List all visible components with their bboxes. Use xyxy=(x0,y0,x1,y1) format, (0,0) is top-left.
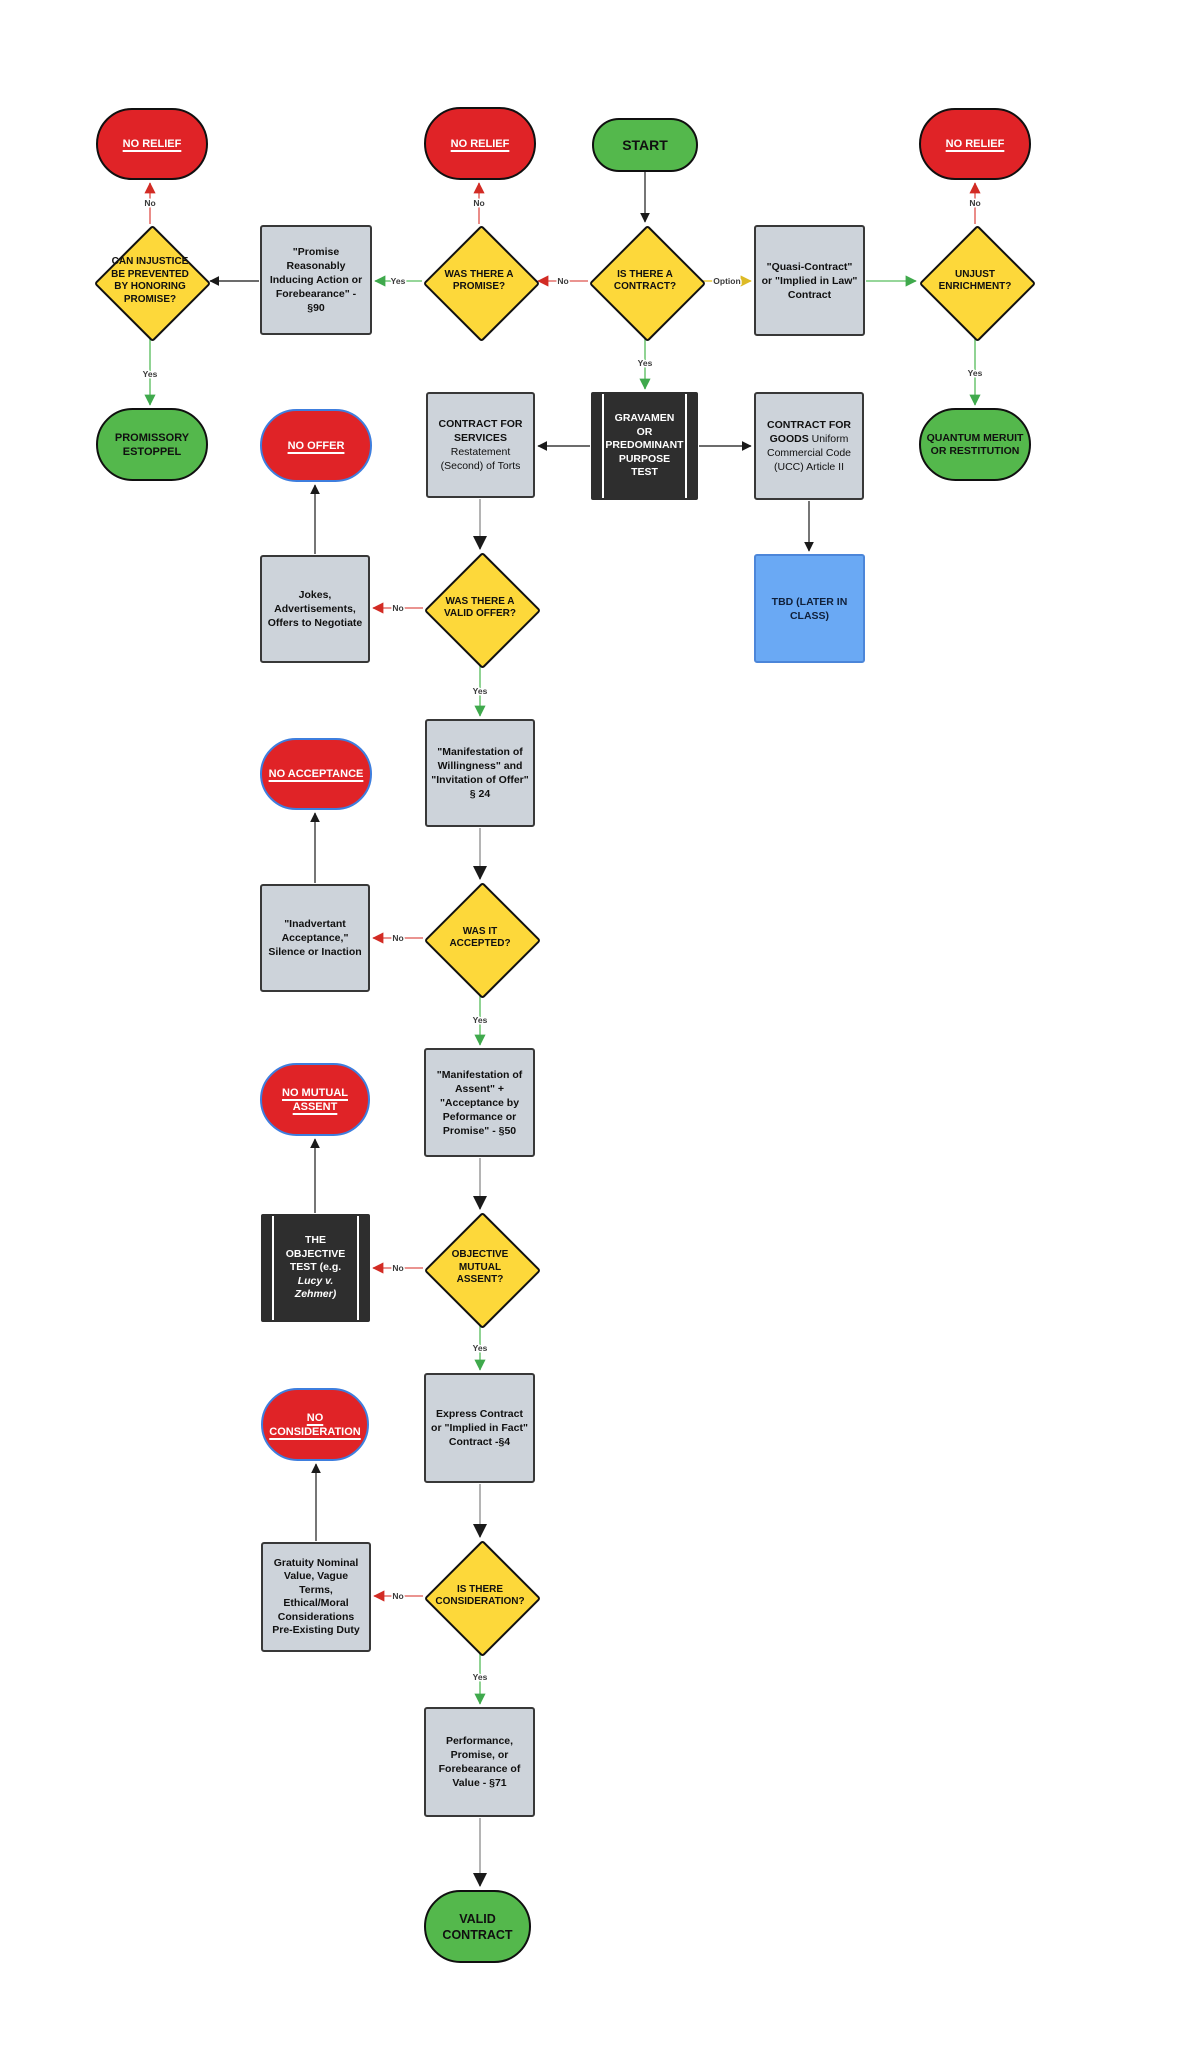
terminal-promissory-estoppel: PROMISSORY ESTOPPEL xyxy=(96,408,208,481)
process-express-contract-4: Express Contract or "Implied in Fact" Co… xyxy=(424,1373,535,1483)
terminal-start: START xyxy=(592,118,698,172)
edge-label-yes: Yes xyxy=(473,686,488,696)
decision-objective-mutual-assent: OBJECTIVE MUTUAL ASSENT? xyxy=(423,1211,541,1329)
edge-label-no: No xyxy=(969,198,980,208)
process-gratuity-nominal-value: Gratuity Nominal Value, Vague Terms, Eth… xyxy=(261,1542,371,1652)
terminal-no-mutual-assent: NO MUTUAL ASSENT xyxy=(260,1063,370,1136)
edge-label-no: No xyxy=(473,198,484,208)
process-performance-promise-71: Performance, Promise, or Forebearance of… xyxy=(424,1707,535,1817)
process-jokes-advertisements: Jokes, Advertisements, Offers to Negotia… xyxy=(260,555,370,663)
process-stripe xyxy=(602,394,604,498)
process-manifestation-of-assent-50: "Manifestation of Assent" + "Acceptance … xyxy=(424,1048,535,1157)
edge-label-no: No xyxy=(392,933,403,943)
terminal-no-acceptance: NO ACCEPTANCE xyxy=(260,738,372,810)
edge-label-no: No xyxy=(392,1263,403,1273)
decision-can-injustice-be-prevented: CAN INJUSTICE BE PREVENTED BY HONORING P… xyxy=(93,224,211,342)
process-stripe xyxy=(272,1216,274,1320)
decision-was-there-a-valid-offer: WAS THERE A VALID OFFER? xyxy=(423,551,541,669)
edge-label-yes: Yes xyxy=(473,1343,488,1353)
process-gravamen-predominant-purpose-test: GRAVAMEN OR PREDOMINANT PURPOSE TEST xyxy=(591,392,698,500)
decision-was-it-accepted: WAS IT ACCEPTED? xyxy=(423,881,541,999)
process-quasi-contract: "Quasi-Contract" or "Implied in Law" Con… xyxy=(754,225,865,336)
terminal-no-relief-right: NO RELIEF xyxy=(919,108,1031,180)
edge-label-option: Option xyxy=(713,276,740,286)
edge-label-no: No xyxy=(392,1591,403,1601)
terminal-no-relief-center: NO RELIEF xyxy=(424,107,536,180)
decision-is-there-consideration: IS THERE CONSIDERATION? xyxy=(423,1539,541,1657)
process-tbd-later-in-class: TBD (LATER IN CLASS) xyxy=(754,554,865,663)
edge-label-no: No xyxy=(144,198,155,208)
terminal-no-relief-left: NO RELIEF xyxy=(96,108,208,180)
process-promise-inducing-action-90: "Promise Reasonably Inducing Action or F… xyxy=(260,225,372,335)
edge-label-yes: Yes xyxy=(391,276,406,286)
edge-label-no: No xyxy=(392,603,403,613)
edge-label-yes: Yes xyxy=(143,369,158,379)
edge-label-yes: Yes xyxy=(473,1015,488,1025)
decision-unjust-enrichment: UNJUST ENRICHMENT? xyxy=(918,224,1036,342)
process-stripe xyxy=(685,394,687,498)
edge-label-no: No xyxy=(557,276,568,286)
edge-label-yes: Yes xyxy=(638,358,653,368)
terminal-no-consideration: NO CONSIDERATION xyxy=(261,1388,369,1461)
terminal-quantum-meruit: QUANTUM MERUIT OR RESTITUTION xyxy=(919,408,1031,481)
edge-label-yes: Yes xyxy=(473,1672,488,1682)
process-stripe xyxy=(357,1216,359,1320)
decision-is-there-a-contract: IS THERE A CONTRACT? xyxy=(588,224,706,342)
terminal-valid-contract: VALID CONTRACT xyxy=(424,1890,531,1963)
decision-was-there-a-promise: WAS THERE A PROMISE? xyxy=(422,224,540,342)
process-the-objective-test: THE OBJECTIVE TEST (e.g. Lucy v. Zehmer) xyxy=(261,1214,370,1322)
process-inadvertant-acceptance: "Inadvertant Acceptance," Silence or Ina… xyxy=(260,884,370,992)
edge-label-yes: Yes xyxy=(968,368,983,378)
terminal-no-offer: NO OFFER xyxy=(260,409,372,482)
process-contract-for-goods: CONTRACT FOR GOODS Uniform Commercial Co… xyxy=(754,392,864,500)
process-contract-for-services: CONTRACT FOR SERVICES Restatement (Secon… xyxy=(426,392,535,498)
process-manifestation-of-willingness-24: "Manifestation of Willingness" and "Invi… xyxy=(425,719,535,827)
